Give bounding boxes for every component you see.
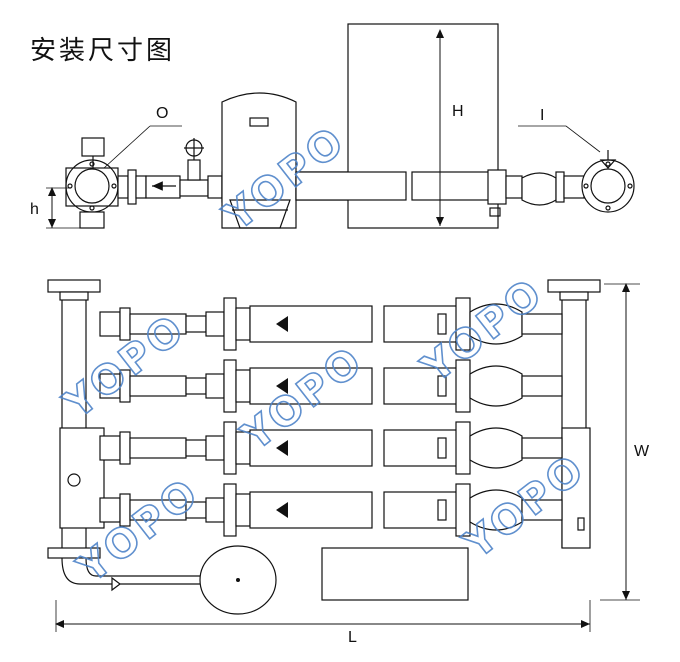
inlet-manifold [47, 279, 206, 592]
plan-view: W L [47, 279, 650, 646]
pump-row-3 [99, 421, 563, 475]
pump-row-1 [99, 297, 563, 351]
diaphragm-tank [199, 545, 277, 615]
page-title: 安装尺寸图 [30, 36, 176, 66]
label-h: h [30, 201, 39, 218]
label-I: I [540, 107, 544, 124]
control-cabinet [321, 547, 469, 601]
label-L: L [348, 629, 357, 646]
elevation-view: O I H h [30, 23, 635, 229]
outlet-flange-right [581, 150, 635, 213]
label-O: O [156, 105, 168, 122]
gate-valve [184, 138, 204, 181]
label-W: W [634, 443, 650, 460]
pump-row-4 [99, 483, 563, 537]
check-valve [145, 175, 181, 199]
pump-row-2 [99, 359, 563, 413]
pressure-tank [295, 23, 507, 229]
pressure-switch-box [81, 137, 105, 168]
label-H: H [452, 103, 464, 120]
inlet-flange-left [65, 159, 119, 229]
